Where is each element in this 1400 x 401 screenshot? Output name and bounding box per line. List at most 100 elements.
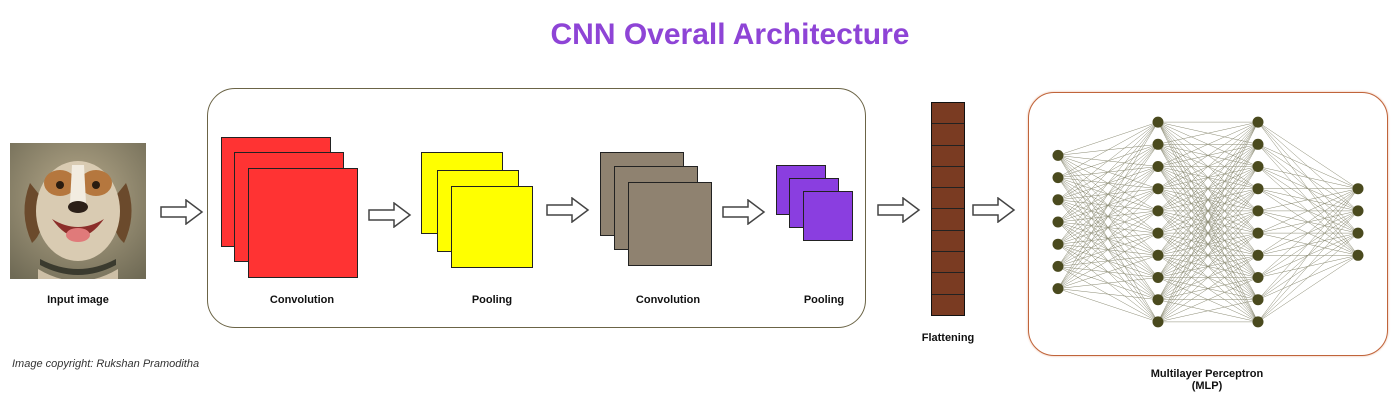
feature-map [451, 186, 533, 268]
feature-map [248, 168, 358, 278]
mlp-connection [1057, 121, 1159, 200]
mlp-connection [1257, 121, 1359, 189]
mlp-label-line-1: Multilayer Perceptron [1150, 368, 1264, 380]
mlp-neuron [1052, 238, 1064, 250]
mlp-neuron [1152, 161, 1164, 172]
mlp-neuron [1152, 138, 1164, 150]
image-copyright: Image copyright: Rukshan Pramoditha [12, 358, 200, 370]
mlp-connection [1057, 166, 1159, 289]
mlp-neuron [1152, 205, 1164, 217]
mlp-neuron [1252, 227, 1264, 239]
mlp-connection [1157, 121, 1259, 212]
mlp-connection [1157, 255, 1259, 323]
mlp-neuron [1152, 227, 1164, 239]
mlp-neuron [1152, 183, 1164, 195]
mlp-neuron [1352, 205, 1364, 217]
mlp-connection [1057, 288, 1159, 300]
mlp-connection [1057, 121, 1159, 178]
mlp-connection [1157, 121, 1259, 323]
mlp-neuron [1052, 260, 1064, 272]
mlp-neuron [1052, 194, 1064, 206]
mlp-neuron [1352, 227, 1364, 239]
mlp-neuron [1252, 272, 1264, 283]
mlp-connection [1157, 121, 1259, 278]
flattened-vector [931, 102, 965, 316]
mlp-connection [1057, 121, 1159, 245]
mlp-neuron [1052, 172, 1064, 184]
mlp-neuron [1252, 294, 1264, 306]
mlp-connection [1157, 121, 1259, 145]
mlp-connection [1157, 121, 1259, 300]
mlp-connection [1257, 188, 1359, 278]
flatten-cell [932, 252, 964, 274]
mlp-connection [1257, 188, 1359, 234]
flatten-cell [932, 295, 964, 315]
flatten-cell [932, 146, 964, 167]
mlp-connection [1057, 210, 1159, 289]
mlp-connection [1057, 232, 1159, 289]
mlp-neuron [1252, 161, 1264, 172]
mlp-connection [1257, 188, 1359, 323]
right-arrow-icon [160, 199, 204, 225]
convolution-1-label: Convolution [269, 294, 335, 306]
right-arrow-icon [722, 199, 766, 225]
mlp-connection [1157, 121, 1259, 256]
mlp-connection [1057, 255, 1159, 289]
mlp-connections [1057, 121, 1359, 323]
pooling-2-label: Pooling [803, 294, 845, 306]
mlp-neuron [1252, 205, 1264, 217]
pooling-1-label: Pooling [471, 294, 513, 306]
right-arrow-icon [546, 197, 590, 223]
mlp-connection [1157, 232, 1259, 323]
mlp-neuron [1152, 294, 1164, 306]
mlp-connection [1057, 144, 1159, 289]
mlp-connection [1257, 144, 1359, 189]
mlp-connection [1057, 121, 1159, 289]
mlp-neuron [1152, 116, 1164, 128]
mlp-neuron [1352, 183, 1364, 195]
mlp-connection [1157, 299, 1259, 323]
mlp-neuron [1252, 138, 1264, 150]
mlp-neuron [1052, 216, 1064, 228]
flattening-label: Flattening [921, 332, 975, 344]
mlp-connection [1157, 277, 1259, 323]
flatten-cell [932, 209, 964, 231]
mlp-connection [1257, 232, 1359, 323]
flatten-cell [932, 124, 964, 146]
right-arrow-icon [877, 197, 921, 223]
mlp-connection [1157, 121, 1259, 234]
mlp-connection [1057, 277, 1159, 289]
mlp-connection [1157, 121, 1259, 167]
mlp-connection [1057, 121, 1159, 267]
flatten-cell [932, 231, 964, 253]
flatten-cell [932, 188, 964, 210]
mlp-connection [1257, 188, 1359, 212]
flatten-cell [932, 167, 964, 189]
mlp-connection [1057, 288, 1159, 323]
feature-map [803, 191, 853, 241]
mlp-neuron [1252, 183, 1264, 195]
input-image-label: Input image [47, 294, 109, 306]
mlp-connection [1257, 188, 1359, 300]
mlp-connection [1157, 166, 1259, 323]
convolution-2-label: Convolution [635, 294, 701, 306]
diagram-title: CNN Overall Architecture [550, 18, 910, 51]
mlp-connection [1257, 210, 1359, 323]
mlp-label-line-2: (MLP) [1191, 380, 1223, 392]
mlp-connection [1157, 210, 1259, 323]
mlp-connection [1157, 188, 1259, 323]
mlp-connection [1257, 166, 1359, 189]
mlp-connection [1257, 255, 1359, 323]
dog-photo-icon [10, 143, 146, 279]
mlp-neuron [1252, 249, 1264, 261]
mlp-neuron [1052, 149, 1064, 161]
mlp-neuron [1152, 316, 1164, 328]
mlp-connection [1157, 144, 1259, 323]
mlp-neuron [1352, 249, 1364, 261]
mlp-neuron [1252, 116, 1264, 128]
mlp-neuron [1052, 283, 1064, 295]
mlp-connection [1157, 121, 1259, 189]
feature-map [628, 182, 712, 266]
flatten-cell [932, 103, 964, 125]
mlp-label: Multilayer Perceptron (MLP) [1112, 368, 1302, 392]
